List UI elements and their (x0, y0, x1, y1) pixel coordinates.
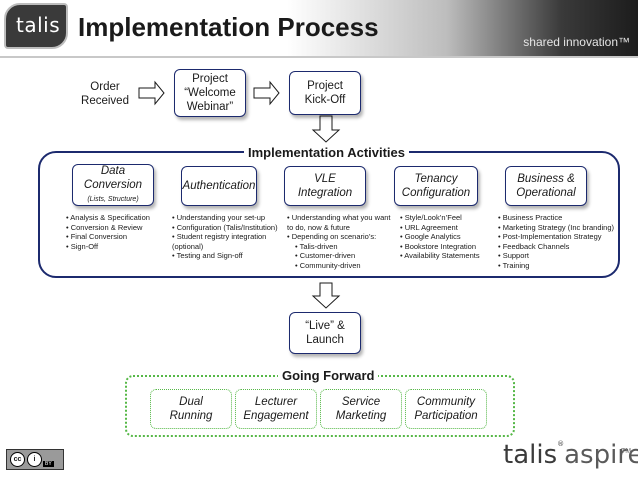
talis-aspire-logo: talis®aspire (503, 440, 638, 470)
live-launch-box: “Live” & Launch (289, 312, 361, 354)
brand-product: aspire (564, 440, 638, 470)
cc-icon: cc (10, 452, 25, 467)
brand-tm: TM (621, 448, 632, 455)
list-item: • Customer-driven (295, 251, 356, 261)
header-divider (0, 56, 638, 58)
list-item: • Marketing Strategy (Inc branding) (498, 222, 615, 232)
going-forward-item-service-marketing: Service Marketing (320, 389, 402, 429)
list-item: • Final Conversion (66, 232, 127, 242)
down-arrow-icon (311, 115, 341, 143)
kickoff-box: Project Kick-Off (289, 71, 361, 115)
activity-label: Data Conversion (83, 164, 143, 191)
activity-data-conversion: Data Conversion (Lists, Structure) (72, 164, 154, 206)
activity-vle-integration: VLE Integration (284, 166, 366, 206)
activity-tenancy-configuration: Tenancy Configuration (394, 166, 478, 206)
implementation-activities-title: Implementation Activities (244, 145, 409, 160)
page-title: Implementation Process (78, 12, 379, 42)
logo-text: talis (16, 13, 61, 37)
list-item: • Talis-driven (295, 241, 338, 251)
creative-commons-badge: cc i BY (6, 449, 64, 470)
activity-sublabel: (Lists, Structure) (87, 195, 139, 203)
list-item: • Training (498, 260, 530, 270)
list-item: • Community-driven (295, 260, 361, 270)
right-arrow-icon (138, 80, 165, 106)
down-arrow-icon (311, 282, 341, 309)
going-forward-item-dual-running: Dual Running (150, 389, 232, 429)
list-item: • Understanding your set-up (172, 213, 266, 222)
activity-label: Authentication (182, 180, 256, 192)
list-item: (optional) (172, 241, 204, 251)
welcome-webinar-box: Project “Welcome Webinar” (174, 69, 246, 117)
talis-logo: talis (4, 3, 68, 49)
tenancy-configuration-bullets: • Style/Look’n’Feel • URL Agreement • Go… (400, 213, 480, 261)
license-by-label: BY (43, 461, 54, 467)
list-item: • Understanding what you want (287, 213, 391, 222)
going-forward-item-community-participation: Community Participation (405, 389, 487, 429)
list-item: • Conversion & Review (66, 222, 143, 232)
attribution-icon: i (27, 452, 42, 467)
list-item: • Support (498, 251, 529, 261)
list-item: • Post-Implementation Strategy (498, 232, 602, 242)
list-item: • URL Agreement (400, 222, 458, 232)
order-received-label: Order Received (81, 81, 129, 107)
list-item: • Depending on scenario’s: (287, 232, 377, 242)
vle-integration-bullets: • Understanding what you want to do, now… (287, 213, 391, 271)
activity-label: Tenancy Configuration (401, 173, 471, 199)
activity-label: VLE Integration (297, 173, 353, 199)
list-item: • Student registry integration (172, 232, 267, 242)
list-item: • Feedback Channels (498, 241, 570, 251)
list-item: to do, now & future (287, 222, 350, 232)
going-forward-title: Going Forward (278, 368, 379, 383)
list-item: • Bookstore Integration (400, 241, 477, 251)
list-item: • Availability Statements (400, 251, 480, 261)
activity-label: Business & Operational (516, 173, 576, 199)
brand-main: talis (503, 440, 558, 470)
business-operational-bullets: • Business Practice • Marketing Strategy… (498, 213, 614, 271)
list-item: • Sign-Off (66, 241, 99, 251)
activity-authentication: Authentication (181, 166, 257, 206)
list-item: • Testing and Sign-off (172, 251, 243, 261)
list-item: • Configuration (Talis/Institution) (172, 222, 278, 232)
list-item: • Style/Look’n’Feel (400, 213, 462, 222)
authentication-bullets: • Understanding your set-up • Configurat… (172, 213, 278, 261)
data-conversion-bullets: • Analysis & Specification • Conversion … (66, 213, 150, 251)
tagline: shared innovation™ (523, 35, 630, 49)
activity-business-operational: Business & Operational (505, 166, 587, 206)
list-item: • Google Analytics (400, 232, 461, 242)
going-forward-item-lecturer-engagement: Lecturer Engagement (235, 389, 317, 429)
brand-reg: ® (557, 440, 565, 448)
list-item: • Business Practice (498, 213, 563, 222)
list-item: • Analysis & Specification (66, 213, 150, 222)
header-bar (0, 0, 638, 56)
right-arrow-icon (253, 80, 280, 106)
